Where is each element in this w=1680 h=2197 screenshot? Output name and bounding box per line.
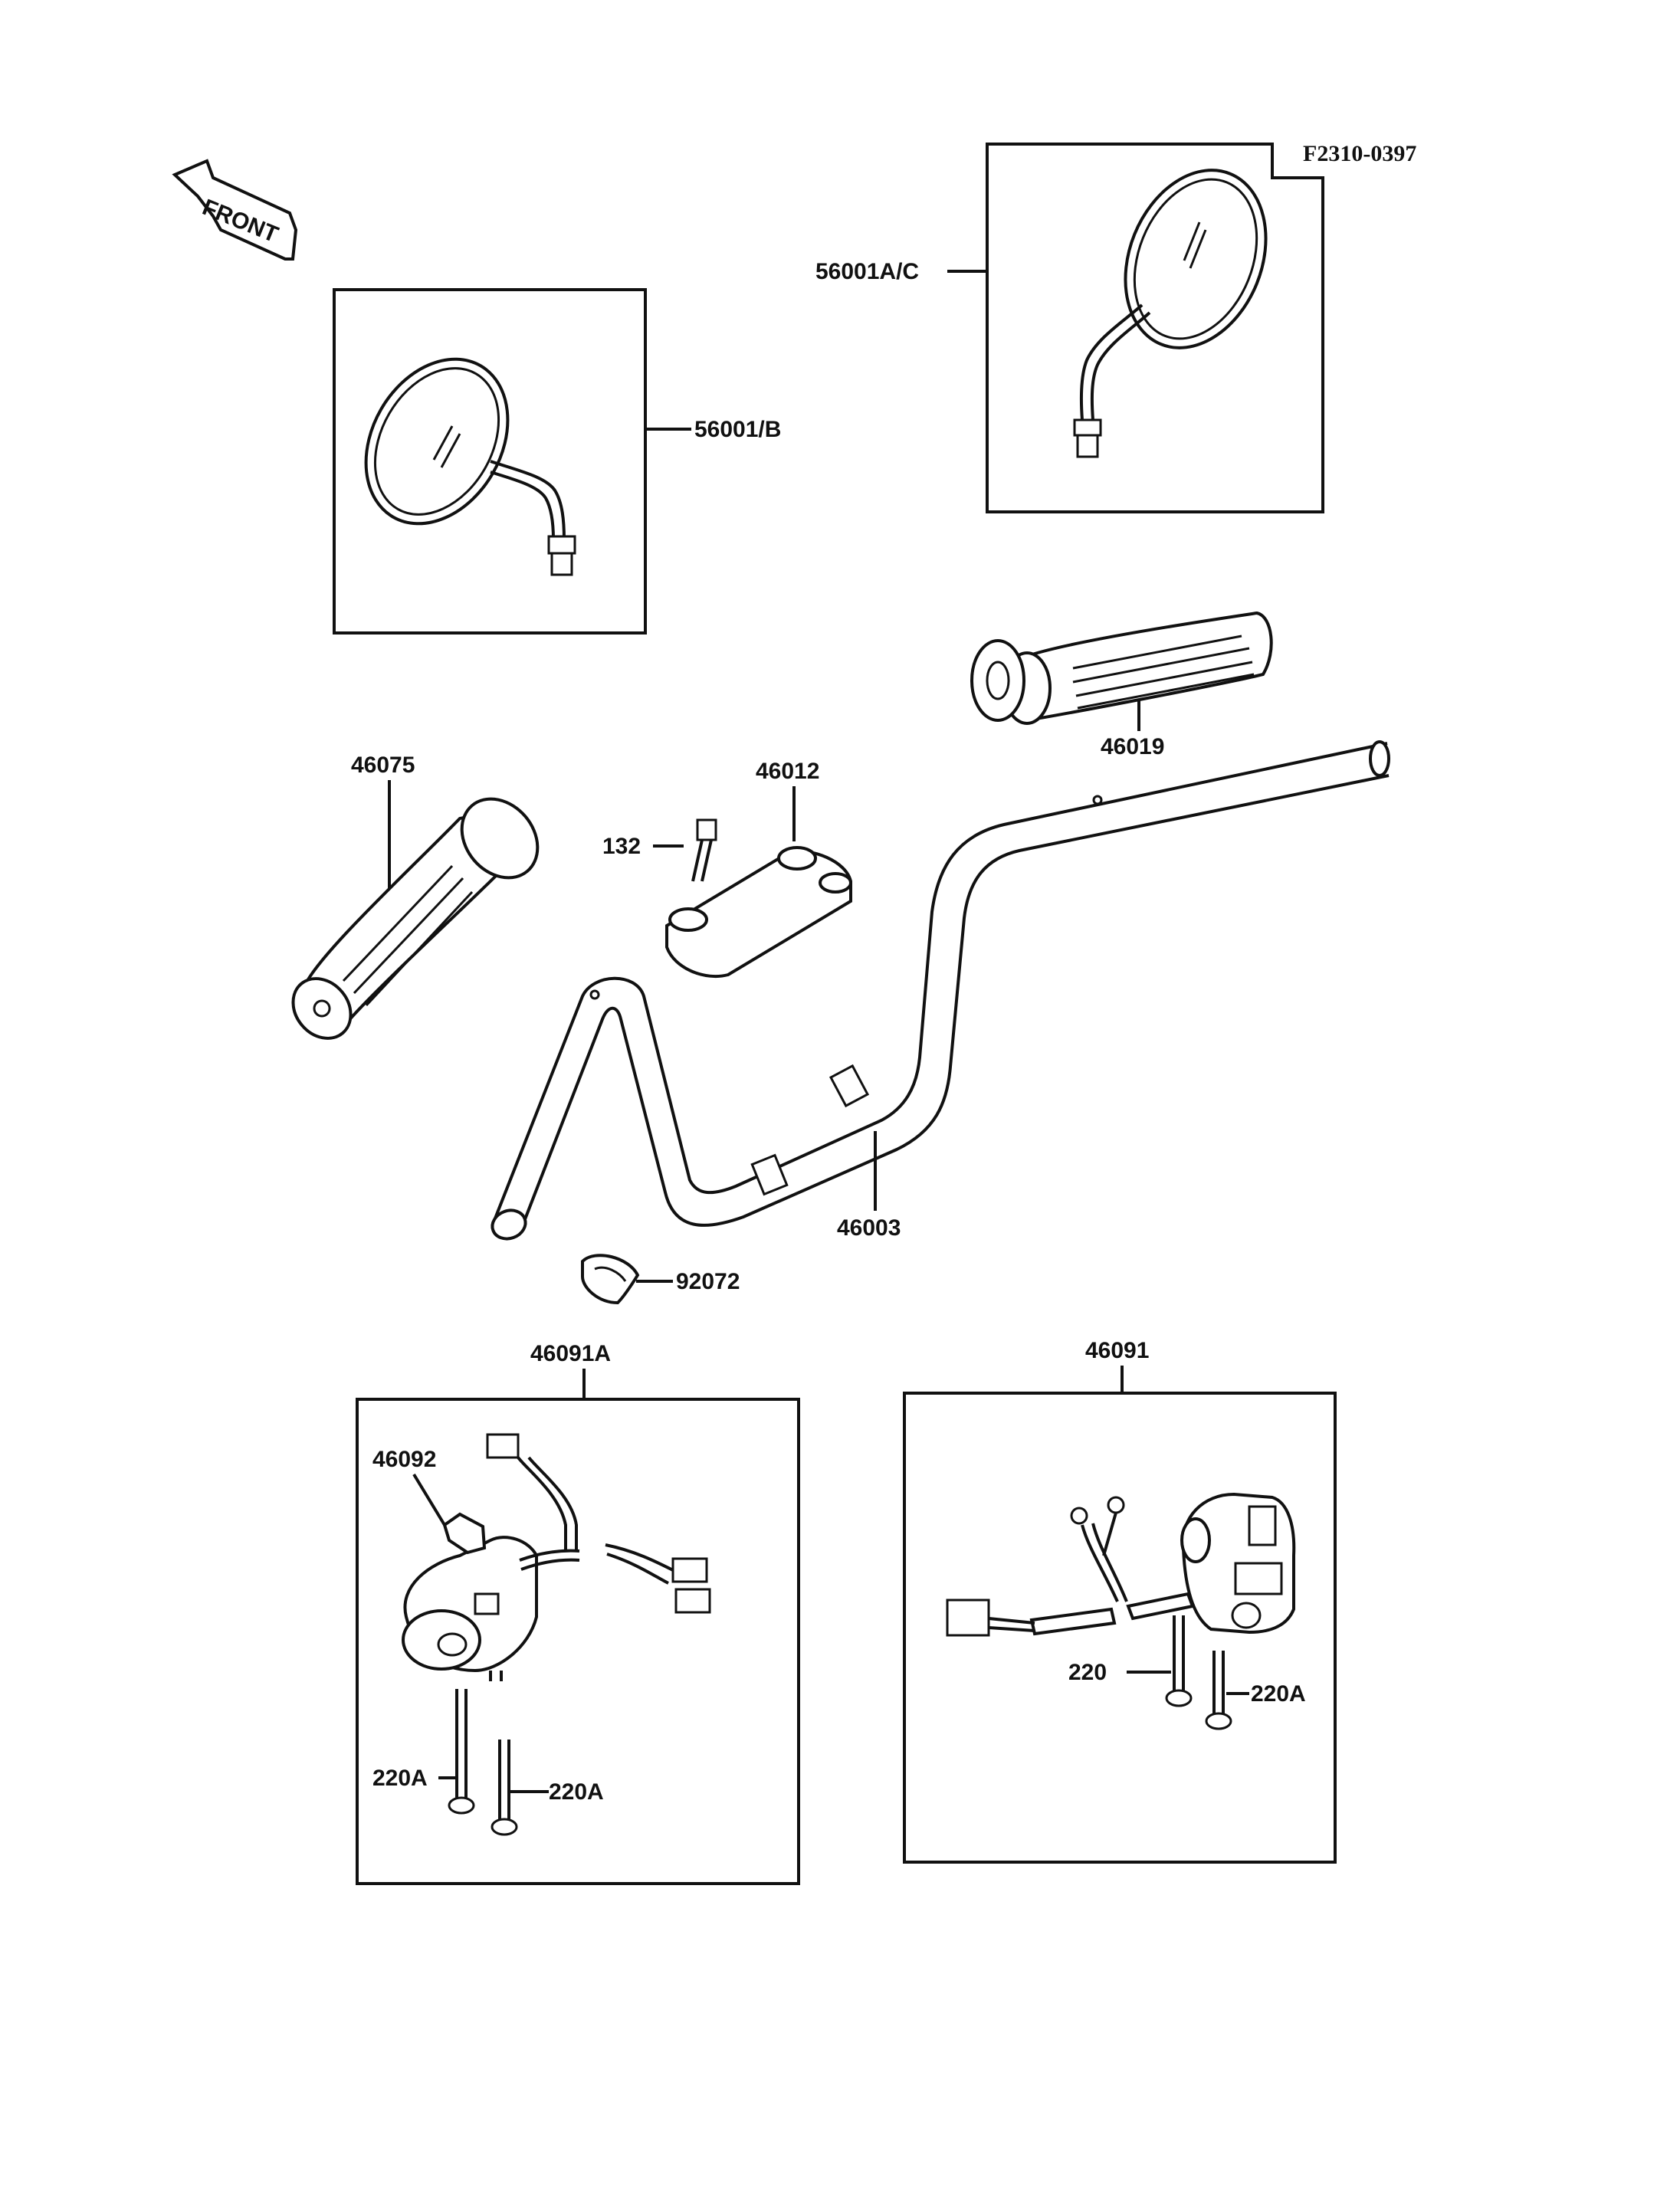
screw-right-1-icon (1165, 1615, 1193, 1707)
switch-right-group: 46091 220 (903, 1338, 1337, 1864)
label-screw-left-2: 220A (549, 1779, 604, 1805)
screw-right-2-icon (1205, 1651, 1232, 1730)
bolt-icon (691, 818, 717, 882)
left-switch-housing-icon (402, 1433, 711, 1681)
mirror-left-box (333, 288, 647, 635)
grip-left-group: 46075 (291, 753, 540, 1040)
label-switch-right: 46091 (1085, 1338, 1149, 1363)
mirror-right-group: 56001A/C (815, 143, 1324, 513)
label-grip-throttle: 46019 (1101, 734, 1164, 759)
label-choke-lever: 46092 (372, 1447, 436, 1472)
holder-group: 46012 132 (602, 759, 852, 979)
diagram-code: F2310-0397 (1303, 141, 1416, 166)
mirror-left-icon (364, 357, 576, 576)
label-screw-right-2: 220A (1251, 1681, 1306, 1707)
label-holder: 46012 (756, 759, 819, 784)
label-handlebar: 46003 (837, 1215, 901, 1241)
label-clip: 92072 (676, 1269, 740, 1294)
handlebar-icon (491, 740, 1390, 1241)
label-screw-left-1: 220A (372, 1766, 428, 1791)
handlebar-group: 46003 (491, 740, 1390, 1241)
clip-group: 92072 (581, 1254, 740, 1305)
switch-right-box (903, 1392, 1337, 1864)
handlebar-holder-icon (665, 846, 852, 979)
label-screw-right-1: 220 (1068, 1660, 1107, 1685)
grip-throttle-group: 46019 (970, 611, 1273, 759)
label-mirror-right: 56001A/C (815, 259, 919, 284)
mirror-right-box (986, 143, 1324, 513)
mirror-right-icon (1073, 169, 1268, 458)
label-bolt: 132 (602, 834, 641, 859)
label-mirror-left: 56001/B (694, 417, 781, 442)
switch-left-box (356, 1398, 800, 1885)
left-grip-icon (291, 797, 540, 1040)
label-grip-left: 46075 (351, 753, 415, 778)
clip-icon (581, 1254, 640, 1305)
screw-left-1-icon (448, 1689, 475, 1815)
screw-left-2-icon (491, 1740, 518, 1836)
switch-left-group: 46091A 46092 (356, 1341, 800, 1885)
label-switch-left: 46091A (530, 1341, 611, 1366)
mirror-left-group: 56001/B (333, 288, 781, 635)
throttle-grip-icon (970, 611, 1273, 725)
right-switch-housing-icon (946, 1492, 1296, 1637)
front-arrow-icon: FRONT (172, 159, 298, 261)
